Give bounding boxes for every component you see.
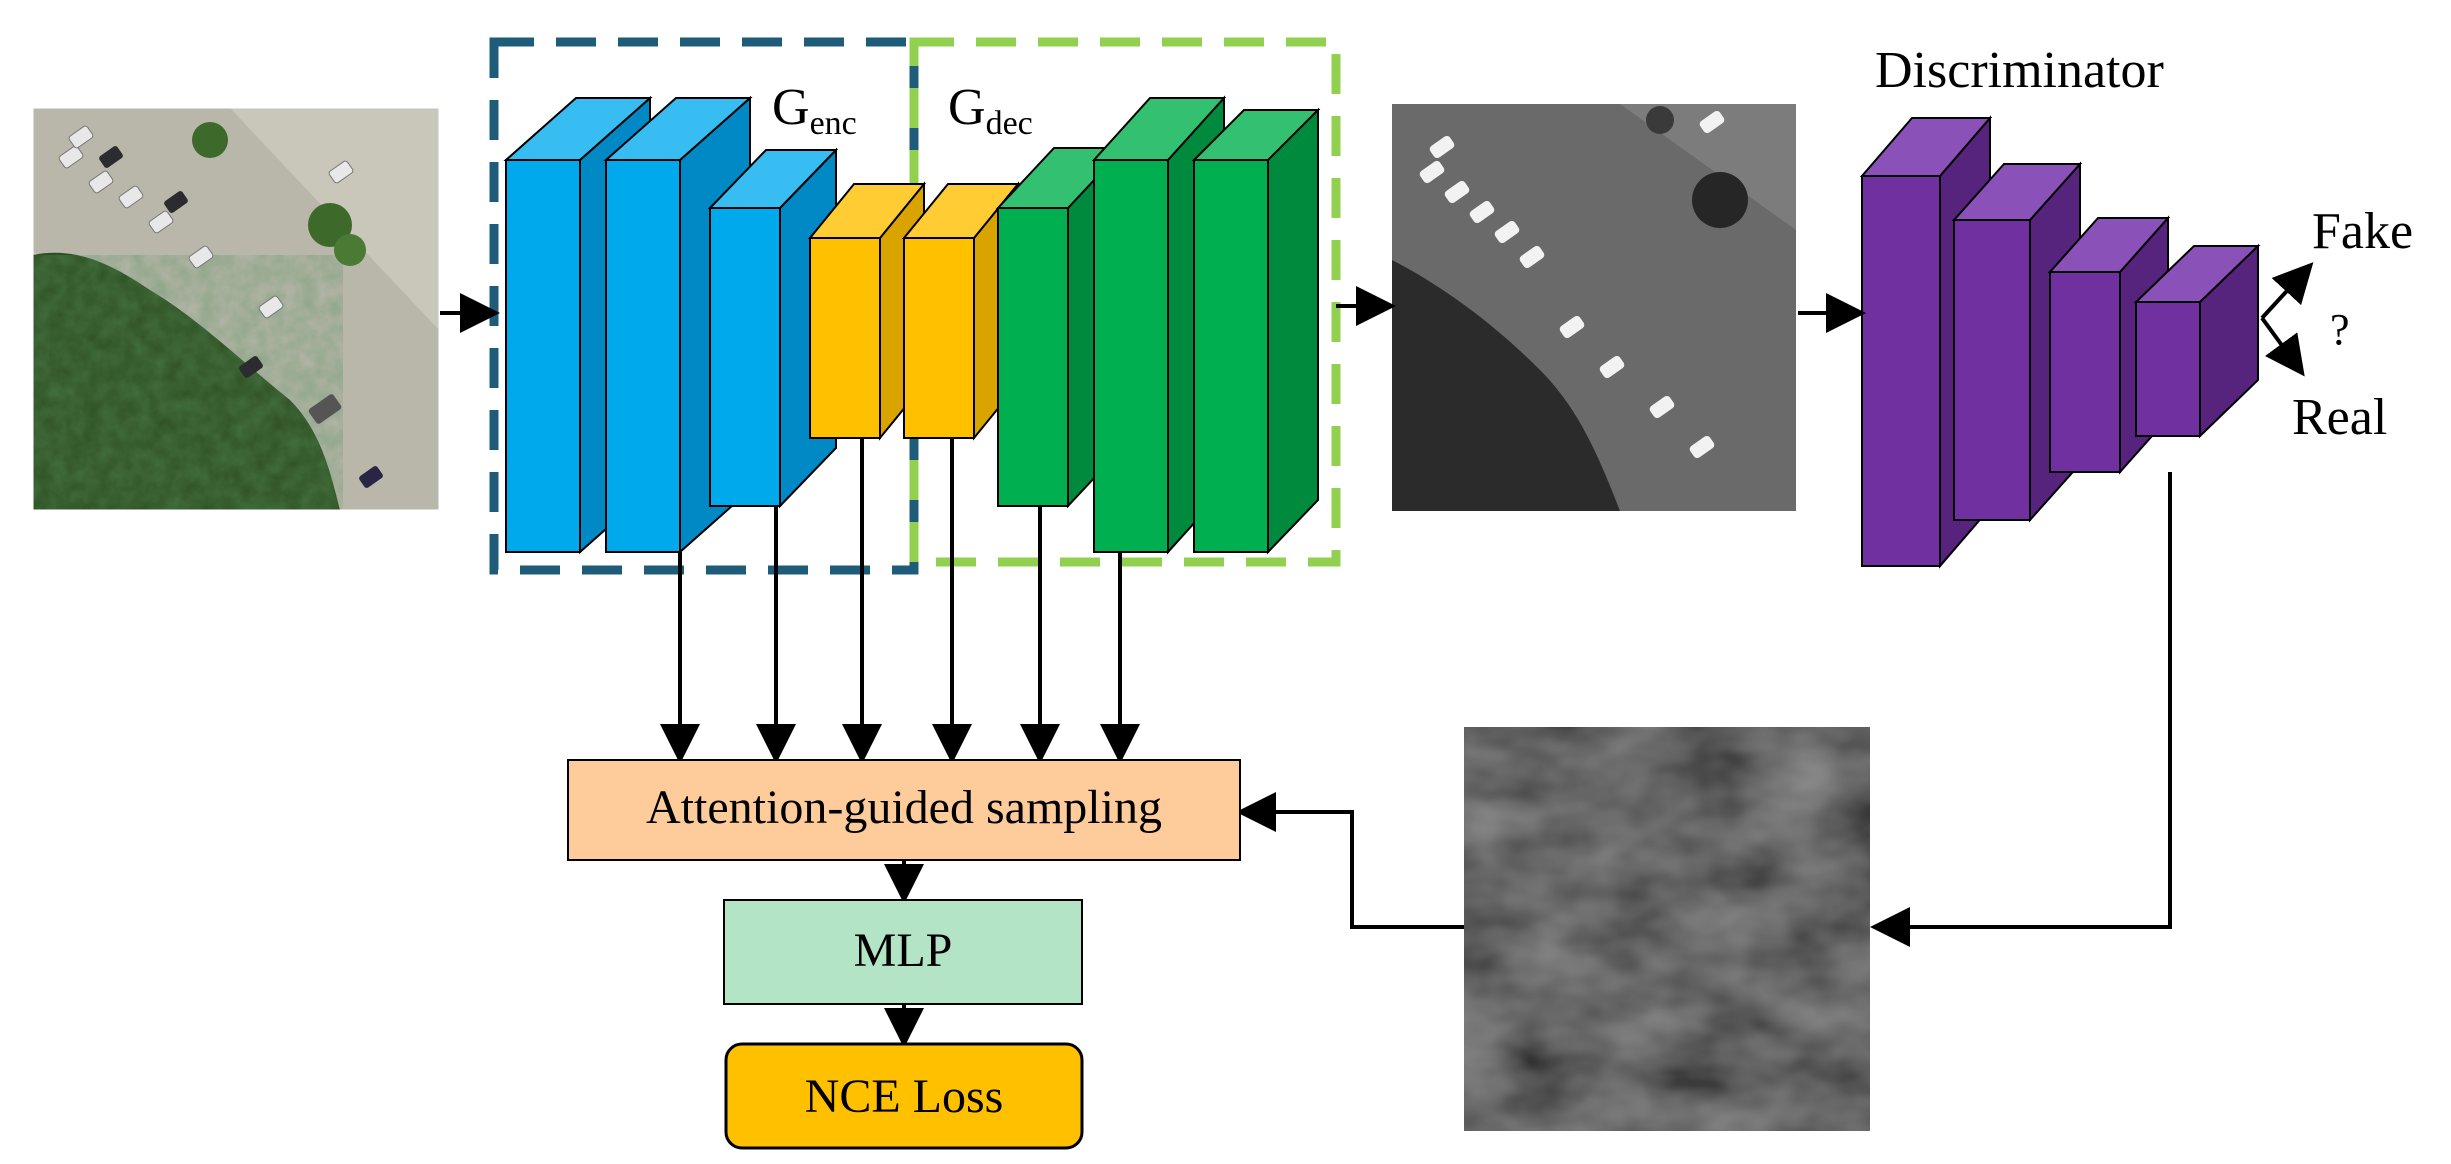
real-label: Real (2292, 389, 2387, 446)
g-dec-label: Gdec (948, 79, 1033, 142)
attention-guided-sampling-box: Attention-guided sampling (567, 759, 1241, 861)
arrow-discriminator-to-attention-map (1870, 472, 2172, 947)
mlp-box: MLP (723, 899, 1083, 1005)
input-aerial-image (32, 107, 440, 511)
mlp-label: MLP (854, 924, 953, 977)
fake-label: Fake (2312, 203, 2413, 260)
attention-map-image (1464, 727, 1870, 1131)
discriminator-label: Discriminator (1875, 42, 2164, 99)
discriminator-block-4 (2133, 243, 2261, 439)
generated-gray-image (1392, 104, 1796, 511)
arrow-attention-map-to-sampling (1236, 792, 1464, 929)
nce-loss-label: NCE Loss (805, 1070, 1004, 1123)
decoder-block-3 (1191, 107, 1321, 555)
encoder-block-3 (707, 147, 839, 509)
fake-arrow (2260, 262, 2314, 320)
g-enc-label: Genc (772, 79, 857, 142)
question-mark: ? (2330, 305, 2350, 354)
real-arrow (2260, 316, 2305, 377)
attention-guided-sampling-label: Attention-guided sampling (646, 781, 1162, 834)
nce-loss-box: NCE Loss (724, 1042, 1084, 1150)
